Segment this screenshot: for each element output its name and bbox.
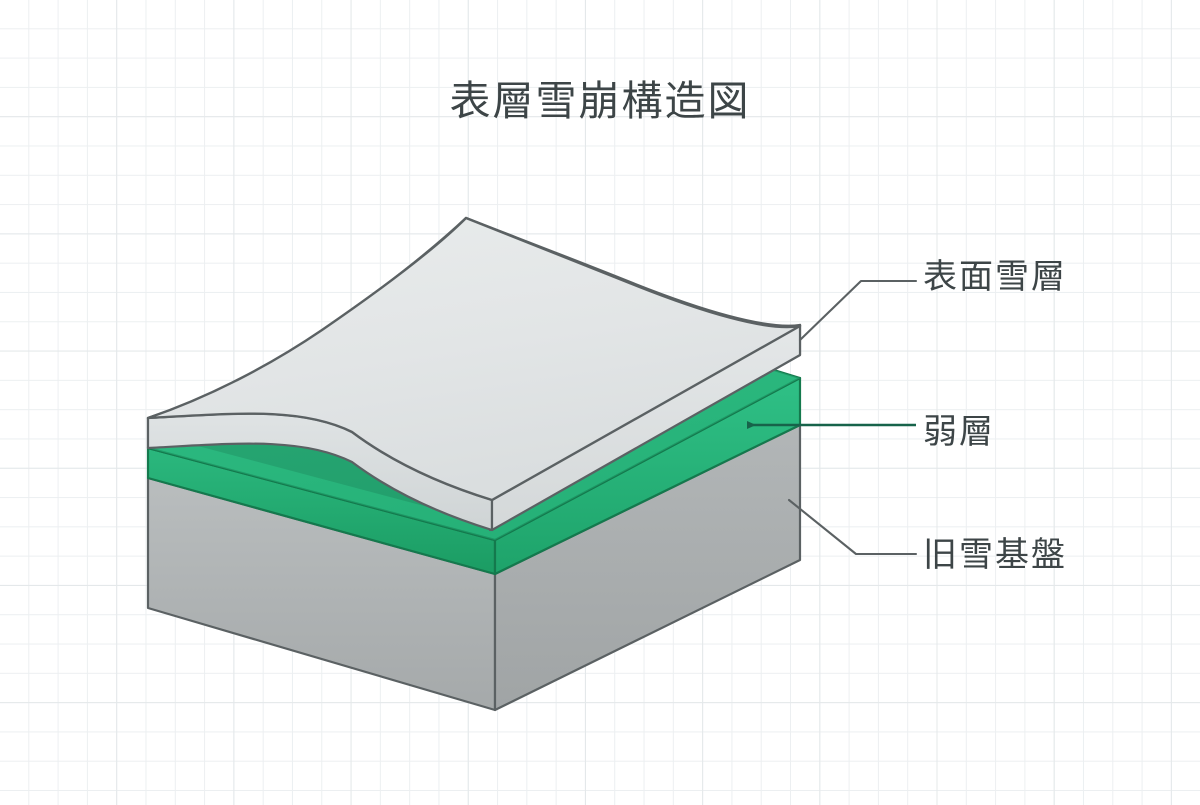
leader-line-base — [787, 498, 918, 556]
label-surface-snow: 表面雪層 — [923, 258, 1067, 296]
label-weak-layer: 弱層 — [923, 413, 995, 451]
label-old-snow-base: 旧雪基盤 — [923, 536, 1067, 574]
surface-slab-render — [146, 216, 802, 532]
slab-upper-surface — [146, 216, 802, 502]
callout-lines — [747, 279, 918, 556]
leader-line-surface — [798, 279, 918, 342]
page-title: 表層雪崩構造図 — [449, 78, 751, 124]
